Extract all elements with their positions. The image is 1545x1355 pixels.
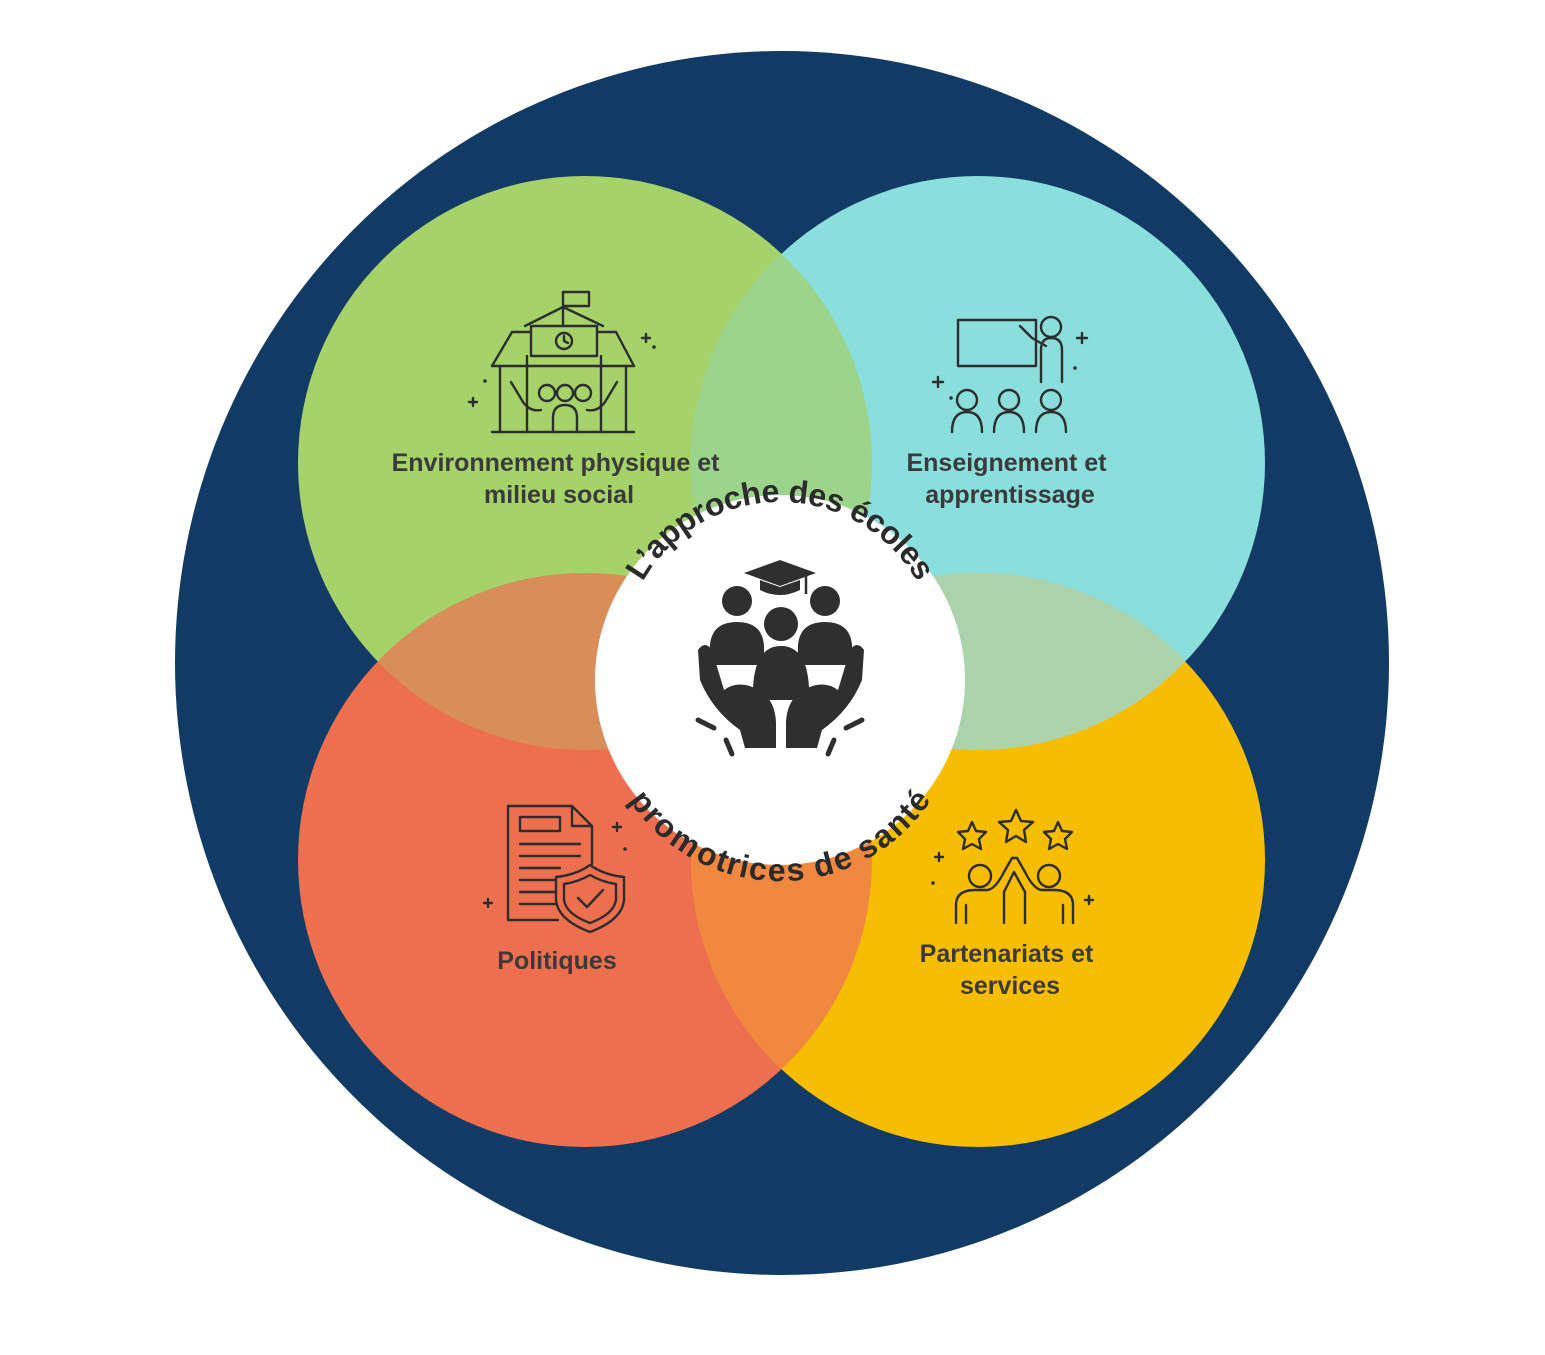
environment-label: Environnement physique et milieu social: [392, 449, 727, 509]
partnerships-label: Partenariats et services: [920, 940, 1101, 1000]
teacher-presentation-icon: [931, 315, 1089, 434]
teaching-label: Enseignement et apprentissage: [906, 449, 1113, 509]
hands-holding-people-graduation-icon: [695, 560, 865, 757]
policy-document-shield-icon: [482, 804, 626, 934]
policies-label: Politiques: [497, 947, 616, 975]
high-five-stars-icon: [933, 808, 1095, 925]
school-building-icon: [467, 290, 652, 434]
